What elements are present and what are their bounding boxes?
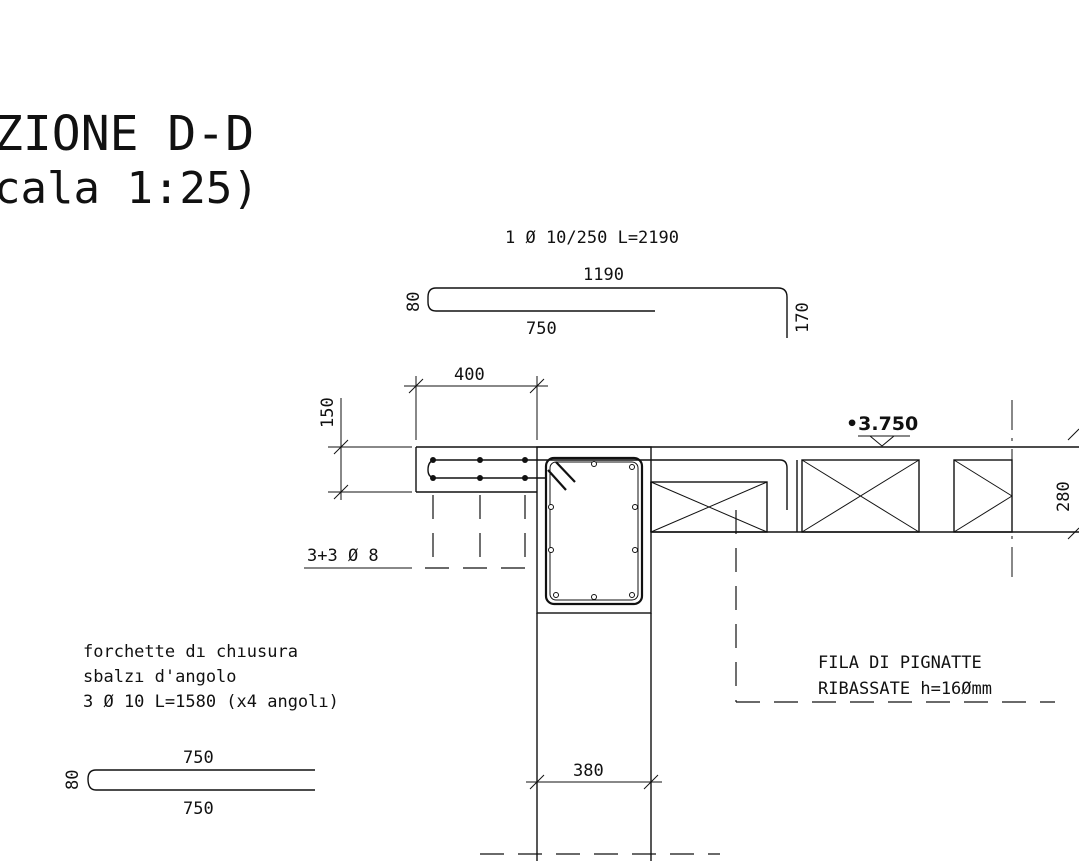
top-bar-hook-left: 80 xyxy=(404,292,424,312)
dimension-floor-label: 280 xyxy=(1054,481,1074,512)
level-label: •3.750 xyxy=(846,413,918,435)
forks-length-bottom: 750 xyxy=(183,799,214,819)
top-bar-length-bottom: 750 xyxy=(526,319,557,339)
cantilever-rebar xyxy=(425,457,788,569)
forks-bar-shape xyxy=(87,769,315,791)
beam-rebar-points xyxy=(548,461,638,600)
beam-section xyxy=(536,446,652,614)
dimension-cantilever-label: 400 xyxy=(454,365,485,385)
top-bar-shape xyxy=(427,287,788,338)
forks-detail: forchette dı chıusura sbalzı d'angolo 3 … xyxy=(63,642,339,819)
note-line1: FILA DI PIGNATTE xyxy=(818,653,982,673)
column-below xyxy=(480,613,720,861)
forks-length-top: 750 xyxy=(183,748,214,768)
forks-line2: sbalzı d'angolo xyxy=(83,667,237,687)
level-marker: •3.750 xyxy=(846,413,918,448)
dimension-floor-height: 280 xyxy=(1011,400,1079,580)
dimension-beam-width: 380 xyxy=(526,761,662,790)
section-title: ZIONE D-D xyxy=(0,106,254,162)
hollow-tiles xyxy=(650,459,1013,533)
tile-note: FILA DI PIGNATTE RIBASSATE h=16Ømm xyxy=(735,510,1055,703)
rebar-label: 3+3 Ø 8 xyxy=(307,546,379,566)
dimension-slab-thickness: 150 xyxy=(318,397,412,500)
forks-hook: 80 xyxy=(63,770,83,790)
scale-label: cala 1:25) xyxy=(0,163,259,214)
dimension-slab-label: 150 xyxy=(318,397,338,428)
top-bar-spec: 1 Ø 10/250 L=2190 xyxy=(505,228,679,248)
note-line2: RIBASSATE h=16Ømm xyxy=(818,679,992,699)
forks-line3: 3 Ø 10 L=1580 (x4 angolı) xyxy=(83,692,339,712)
top-bar-hook-right: 170 xyxy=(793,302,813,333)
rebar-callout: 3+3 Ø 8 xyxy=(304,546,412,569)
dimension-beam-label: 380 xyxy=(573,761,604,781)
forks-line1: forchette dı chıusura xyxy=(83,642,298,662)
top-bar-length-top: 1190 xyxy=(583,265,624,285)
dimension-cantilever: 400 xyxy=(404,365,548,440)
top-bar-detail: 1 Ø 10/250 L=2190 1190 750 80 170 xyxy=(404,228,813,339)
